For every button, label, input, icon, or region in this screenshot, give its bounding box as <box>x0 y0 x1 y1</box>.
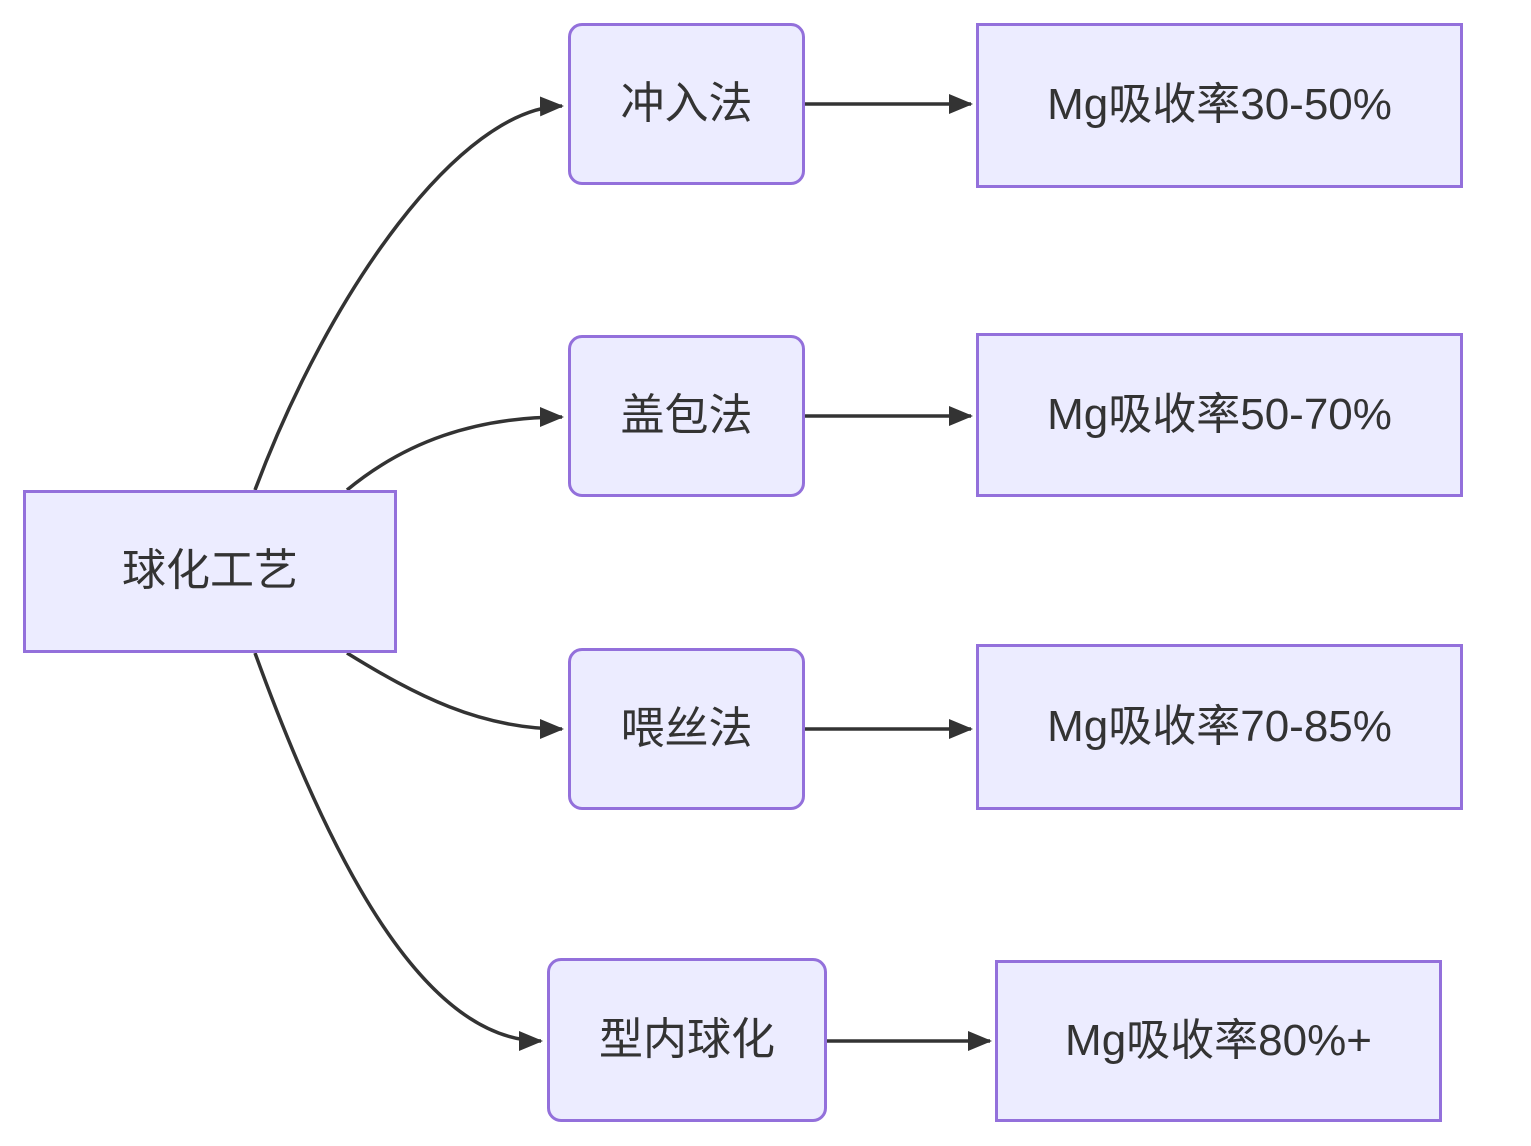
node-method-cover-ladle: 盖包法 <box>568 335 805 497</box>
node-method-pour-over: 冲入法 <box>568 23 805 185</box>
edge-root-to-method-2 <box>345 407 564 492</box>
node-method-in-mold: 型内球化 <box>547 958 827 1122</box>
node-result-mg-absorption-80-plus: Mg吸收率80%+ <box>995 960 1442 1122</box>
node-result-mg-absorption-30-50: Mg吸收率30-50% <box>976 23 1463 188</box>
node-method-wire-feeding: 喂丝法 <box>568 648 805 810</box>
edge-root-to-method-4 <box>253 652 543 1051</box>
node-result-mg-absorption-50-70: Mg吸收率50-70% <box>976 333 1463 497</box>
edge-root-to-method-3 <box>346 651 564 739</box>
node-result-mg-absorption-70-85: Mg吸收率70-85% <box>976 644 1463 810</box>
edge-root-to-method-1 <box>253 96 564 491</box>
node-root-spheroidization-process: 球化工艺 <box>23 490 397 653</box>
